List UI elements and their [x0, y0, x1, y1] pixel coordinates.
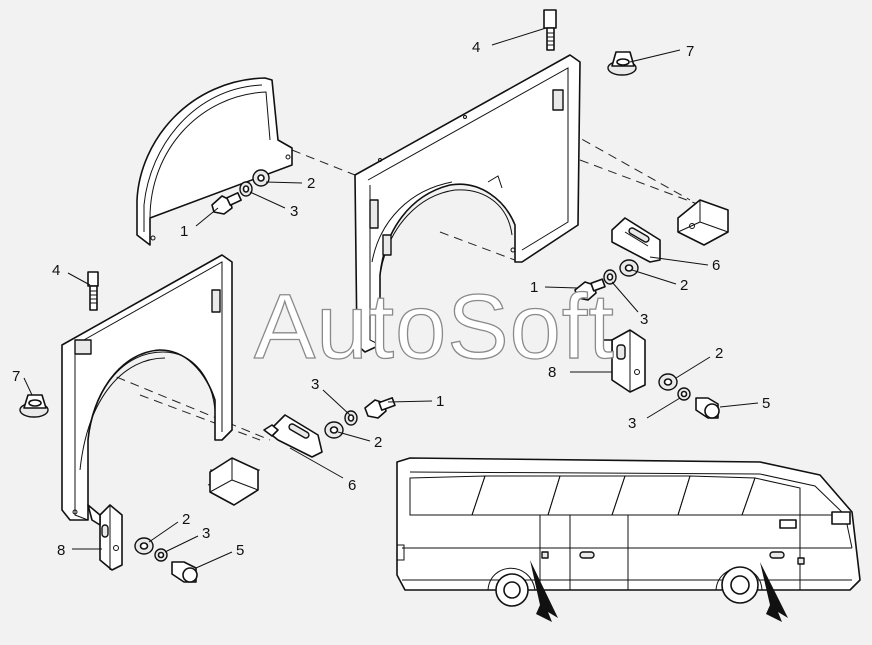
large-wheel-arch-frame-left	[61, 254, 233, 521]
callout-label: 2	[374, 434, 382, 451]
callout-label: 6	[712, 257, 720, 274]
clip-7-lower	[19, 394, 49, 418]
callout-label: 3	[202, 525, 210, 542]
callout-label: 3	[311, 376, 319, 393]
bracket-8-upper	[597, 329, 646, 393]
small-arch-bracket	[136, 77, 293, 246]
hardware-upper-left	[211, 169, 270, 215]
callout-label: 1	[530, 279, 538, 296]
callout-label: 3	[628, 415, 636, 432]
location-arrow-rear	[760, 562, 788, 622]
watermark: AutoSoft	[254, 276, 615, 378]
slider-plate-6-upper	[611, 199, 729, 263]
callout-label: 2	[182, 511, 190, 528]
stud-4-upper	[543, 9, 557, 51]
callout-labels: 4 7 2 3 1 6 1 2 3 8 2 5 3 4 7 3 1 2 6 8 …	[12, 39, 770, 559]
hardware-right-middle	[574, 259, 639, 301]
hardware-right-lower	[658, 373, 720, 419]
callout-label: 4	[52, 262, 60, 279]
callout-label: 2	[307, 175, 315, 192]
hardware-left-lower	[134, 537, 198, 583]
callout-label: 3	[640, 311, 648, 328]
callout-label: 1	[436, 393, 444, 410]
callout-label: 7	[12, 368, 20, 385]
slider-block-6-lower	[209, 457, 259, 506]
callout-label: 8	[57, 542, 65, 559]
callout-label: 2	[715, 345, 723, 362]
callout-label: 7	[686, 43, 694, 60]
callout-label: 6	[348, 477, 356, 494]
callout-label: 1	[180, 223, 188, 240]
callout-label: 5	[236, 542, 244, 559]
callout-label: 2	[680, 277, 688, 294]
callout-label: 5	[762, 395, 770, 412]
clip-7-upper	[607, 51, 637, 76]
hardware-left-middle	[263, 397, 396, 458]
large-wheel-arch-frame	[354, 54, 581, 353]
callout-label: 3	[290, 203, 298, 220]
stud-4-lower	[87, 271, 99, 311]
coach-bus	[396, 457, 861, 607]
bracket-8-lower	[87, 504, 123, 571]
callout-label: 8	[548, 364, 556, 381]
callout-label: 4	[472, 39, 480, 56]
location-arrow-front	[530, 560, 558, 622]
leader-lines	[23, 27, 759, 569]
